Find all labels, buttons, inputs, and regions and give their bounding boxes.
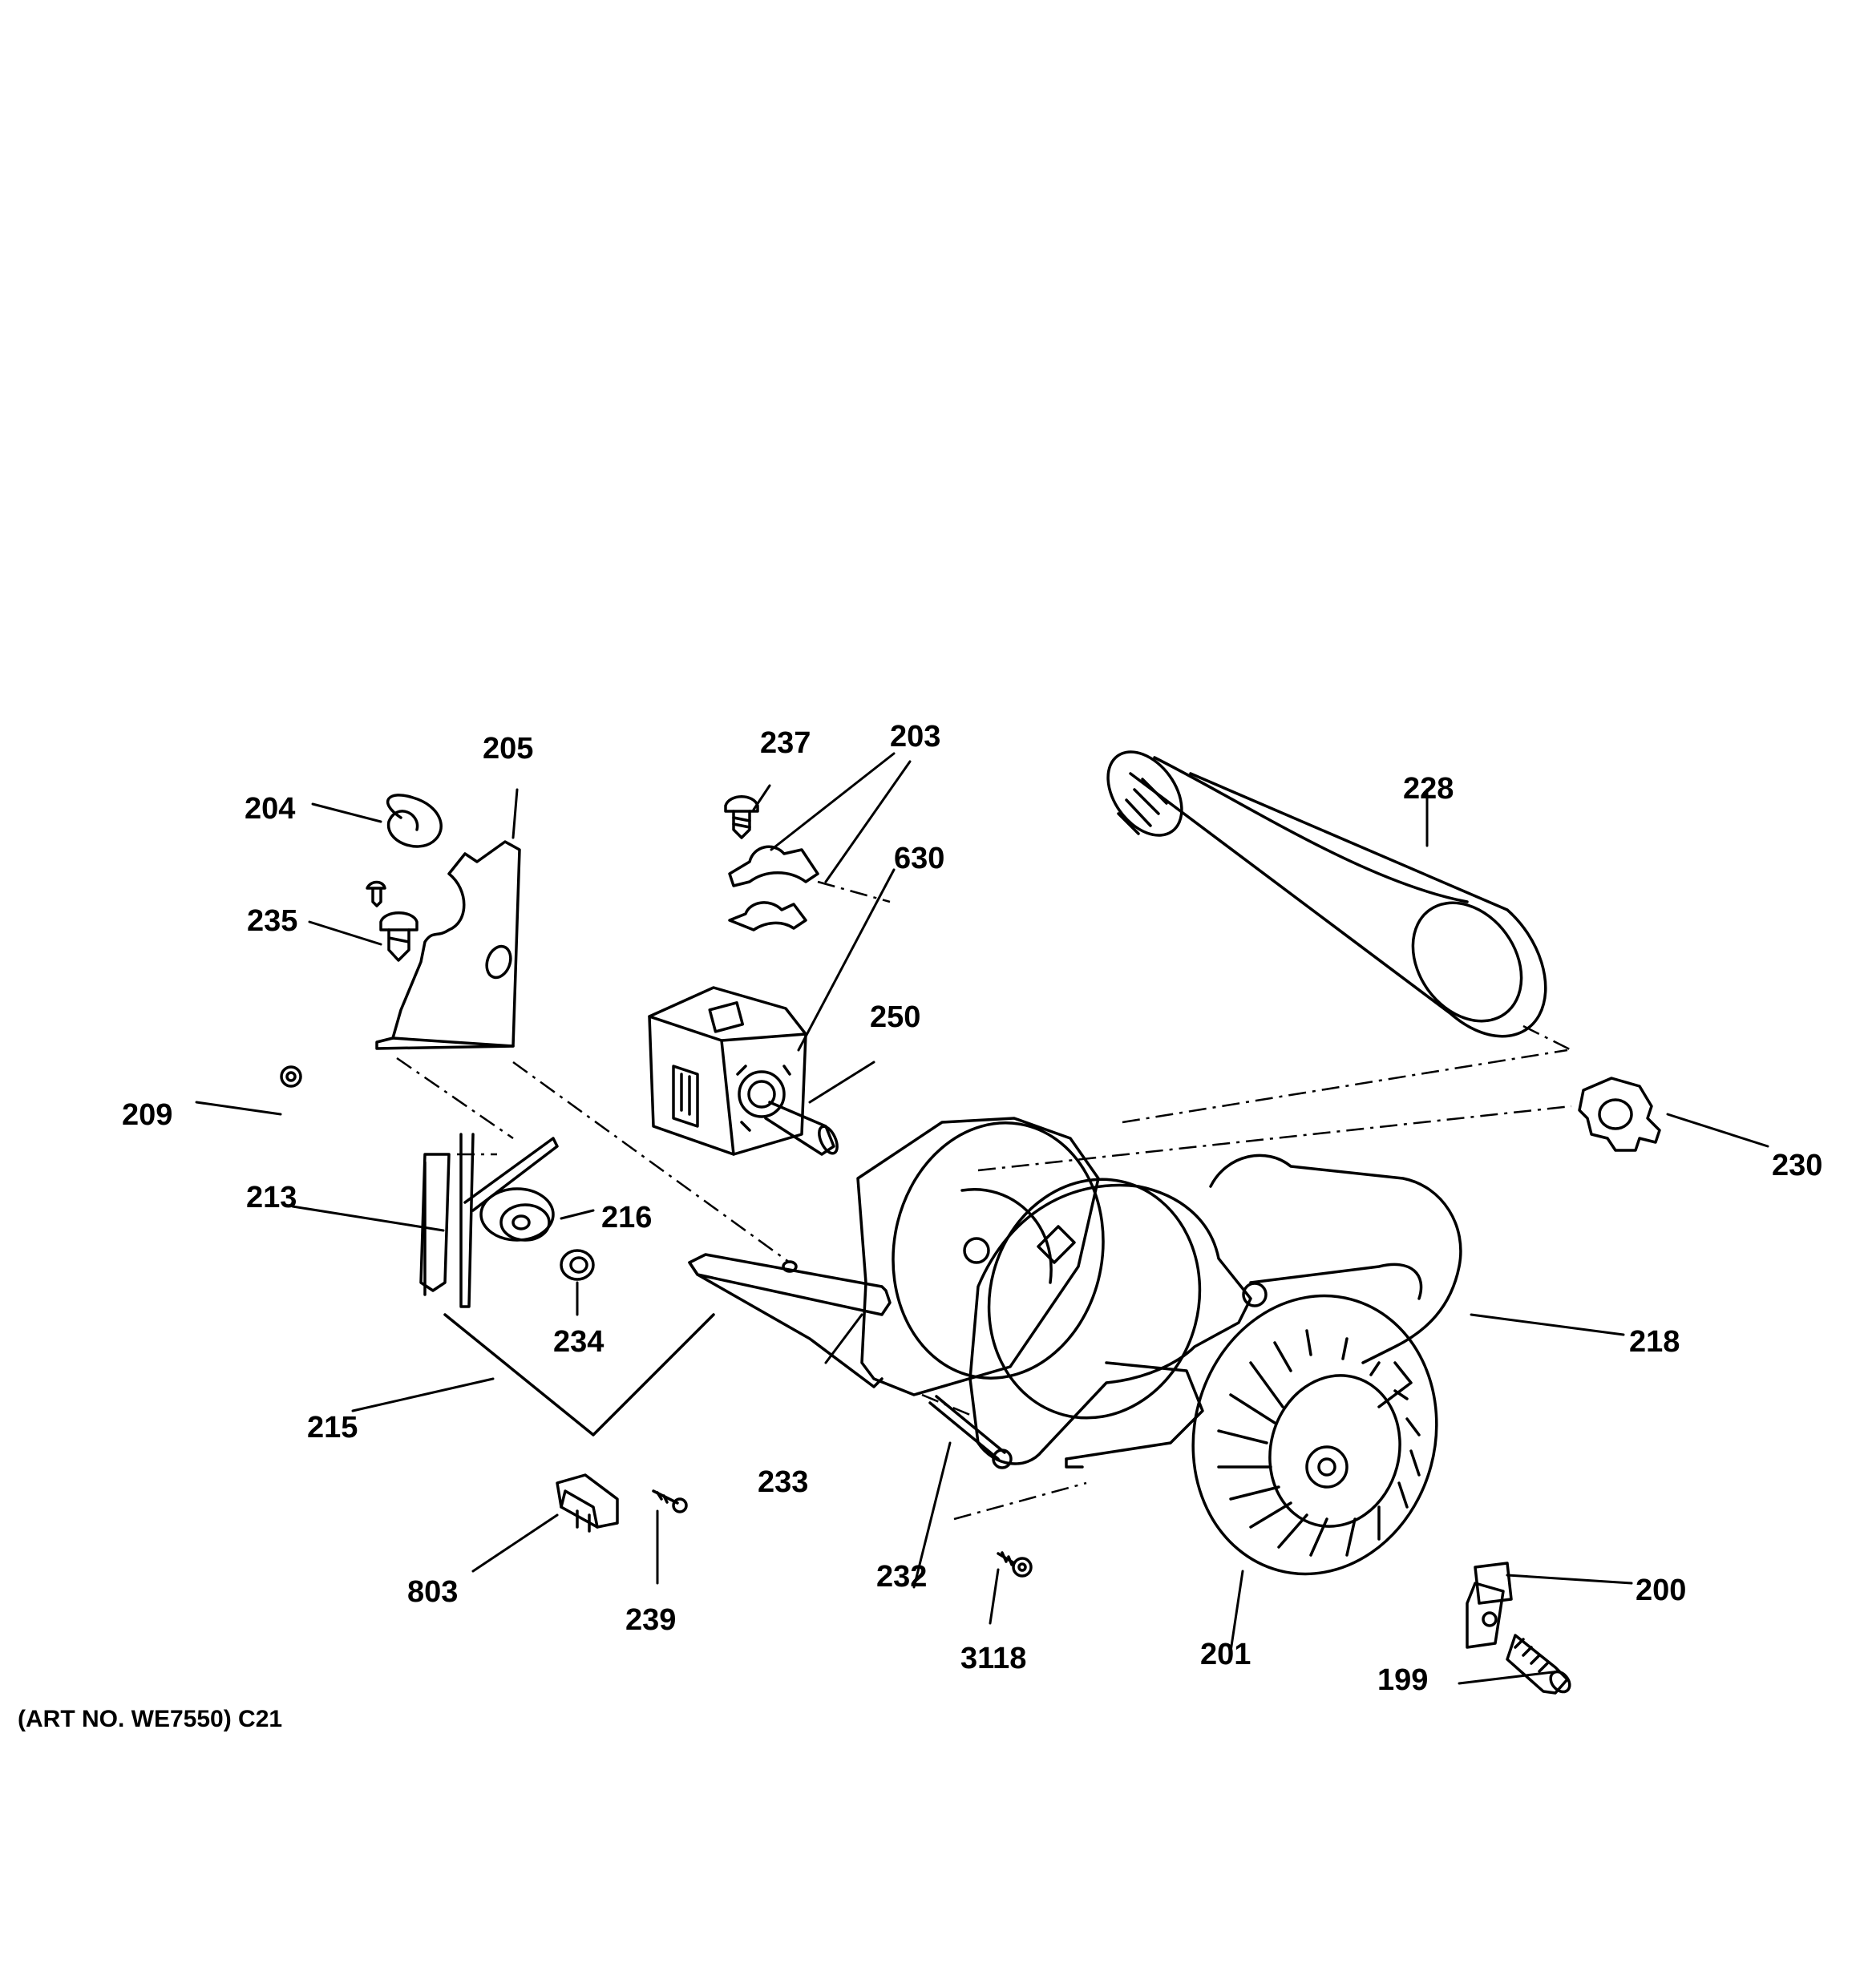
screw-237	[726, 797, 758, 838]
rod-232	[930, 1396, 1011, 1468]
idler-arm-213	[421, 1134, 557, 1307]
part-label-228: 228	[1403, 772, 1454, 806]
part-label-233: 233	[758, 1465, 809, 1499]
part-label-200: 200	[1636, 1574, 1687, 1607]
screw-3118	[998, 1553, 1031, 1576]
part-label-230: 230	[1772, 1149, 1823, 1182]
part-label-235: 235	[247, 904, 298, 938]
screw-239	[653, 1491, 686, 1512]
clip-200	[1467, 1563, 1511, 1647]
blower-wheel-201	[1162, 1268, 1467, 1602]
screw-199	[1507, 1635, 1574, 1695]
switch-803	[557, 1475, 617, 1531]
part-label-218: 218	[1629, 1325, 1680, 1359]
part-label-3118: 3118	[960, 1642, 1027, 1675]
part-label-204: 204	[245, 792, 296, 826]
clip-204	[388, 795, 442, 847]
part-label-203: 203	[890, 720, 941, 754]
part-label-803: 803	[407, 1575, 459, 1609]
motor-clamps-203	[730, 847, 818, 930]
part-label-250: 250	[870, 1000, 921, 1034]
part-label-201: 201	[1200, 1638, 1251, 1671]
part-label-630: 630	[894, 842, 945, 875]
blower-housing-218	[689, 1106, 1461, 1407]
nut-234	[561, 1251, 593, 1279]
idler-pulley-216	[481, 1189, 553, 1240]
part-label-215: 215	[307, 1411, 358, 1445]
part-label-205: 205	[483, 732, 534, 766]
screws-235	[367, 883, 417, 961]
leader-lines	[196, 754, 1768, 1683]
nut-209	[281, 1067, 301, 1086]
part-label-239: 239	[625, 1603, 677, 1637]
bearing-230	[1579, 1078, 1660, 1150]
alignment-lines	[397, 882, 1571, 1519]
part-label-232: 232	[876, 1560, 928, 1594]
part-label-199: 199	[1377, 1663, 1429, 1697]
part-label-213: 213	[246, 1181, 297, 1214]
duct-tube-228	[1093, 738, 1546, 1042]
part-label-234: 234	[553, 1325, 604, 1359]
bracket-205	[377, 842, 520, 1049]
part-label-237: 237	[760, 726, 811, 760]
motor-630	[649, 988, 841, 1156]
part-label-216: 216	[601, 1201, 653, 1234]
blower-shroud	[963, 1155, 1251, 1467]
part-label-209: 209	[122, 1098, 173, 1132]
art-number-caption: (ART NO. WE7550) C21	[18, 1706, 283, 1732]
